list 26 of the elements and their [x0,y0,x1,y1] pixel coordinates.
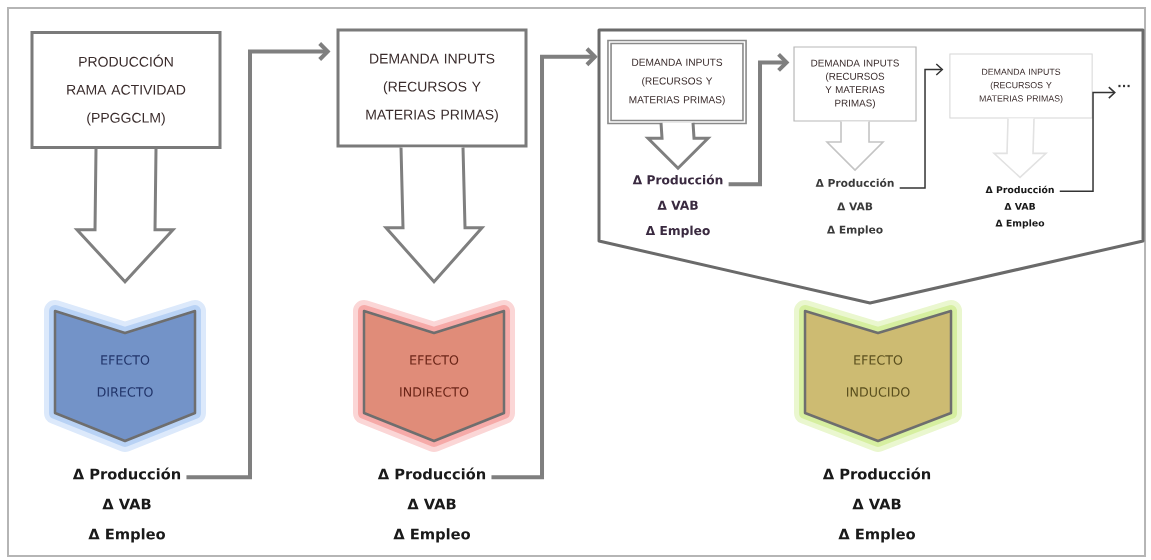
elbow-arrow [186,42,331,480]
chevron: EFECTO INDUCIDO [794,300,962,452]
result-list: Δ Producción Δ VAB Δ Empleo [815,178,894,236]
elbow-arrow [1059,86,1116,193]
pentagon-frame [597,28,1145,305]
chevron: EFECTO DIRECTO [44,300,206,452]
result-list: Δ Producción Δ VAB Δ Empleo [985,185,1054,229]
text-box: DEMANDA INPUTS (RECURSOS Y MATERIAS PRIMAS) [793,46,917,122]
elbow-arrow [728,53,790,187]
result-list: Δ Producción Δ VAB Δ Empleo [822,467,931,543]
block-arrow [825,120,885,172]
text-box: DEMANDA INPUTS (RECURSOS Y MATERIAS PRIMAS) [336,28,528,148]
text-box: PRODUCCIÓN RAMA ACTIVIDAD (PPGGCLM) [30,31,222,149]
block-arrow [73,147,177,284]
result-list: Δ Producción Δ VAB Δ Empleo [377,467,486,543]
elbow-arrow [898,63,944,189]
chevron: EFECTO INDIRECTO [353,300,515,452]
text-box: DEMANDA INPUTS (RECURSOS Y MATERIAS PRIMAS) [607,39,747,125]
result-list: Δ Producción Δ VAB Δ Empleo [72,467,181,543]
ellipsis: ... [1118,84,1130,88]
elbow-arrow [491,47,598,480]
block-arrow [991,117,1049,179]
block-arrow [644,121,712,171]
block-arrow [382,146,486,284]
result-list: Δ Producción Δ VAB Δ Empleo [632,174,723,238]
text-box: DEMANDA INPUTS (RECURSOS Y MATERIAS PRIMAS) [949,53,1093,119]
